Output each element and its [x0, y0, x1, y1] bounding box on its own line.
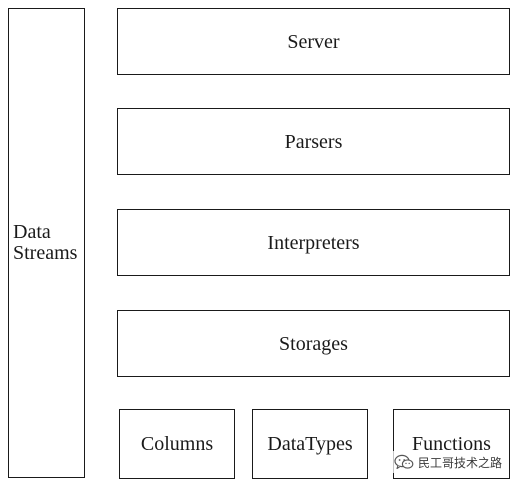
- watermark: 民工哥技术之路: [392, 451, 505, 473]
- server-label: Server: [287, 30, 340, 53]
- server-layer: Server: [117, 8, 510, 75]
- datatypes-block: DataTypes: [252, 409, 368, 479]
- data-streams-label: Data Streams: [13, 220, 78, 264]
- functions-label: Functions: [412, 433, 491, 455]
- columns-label: Columns: [140, 433, 214, 455]
- interpreters-label: Interpreters: [267, 231, 360, 254]
- parsers-layer: Parsers: [117, 108, 510, 175]
- storages-layer: Storages: [117, 310, 510, 377]
- parsers-label: Parsers: [284, 130, 343, 153]
- datatypes-label: DataTypes: [267, 433, 353, 455]
- columns-block: Columns: [119, 409, 235, 479]
- storages-label: Storages: [279, 332, 348, 355]
- interpreters-layer: Interpreters: [117, 209, 510, 276]
- data-streams-block: Data Streams: [8, 8, 85, 478]
- watermark-text: 民工哥技术之路: [418, 455, 503, 470]
- wechat-icon: [394, 454, 414, 470]
